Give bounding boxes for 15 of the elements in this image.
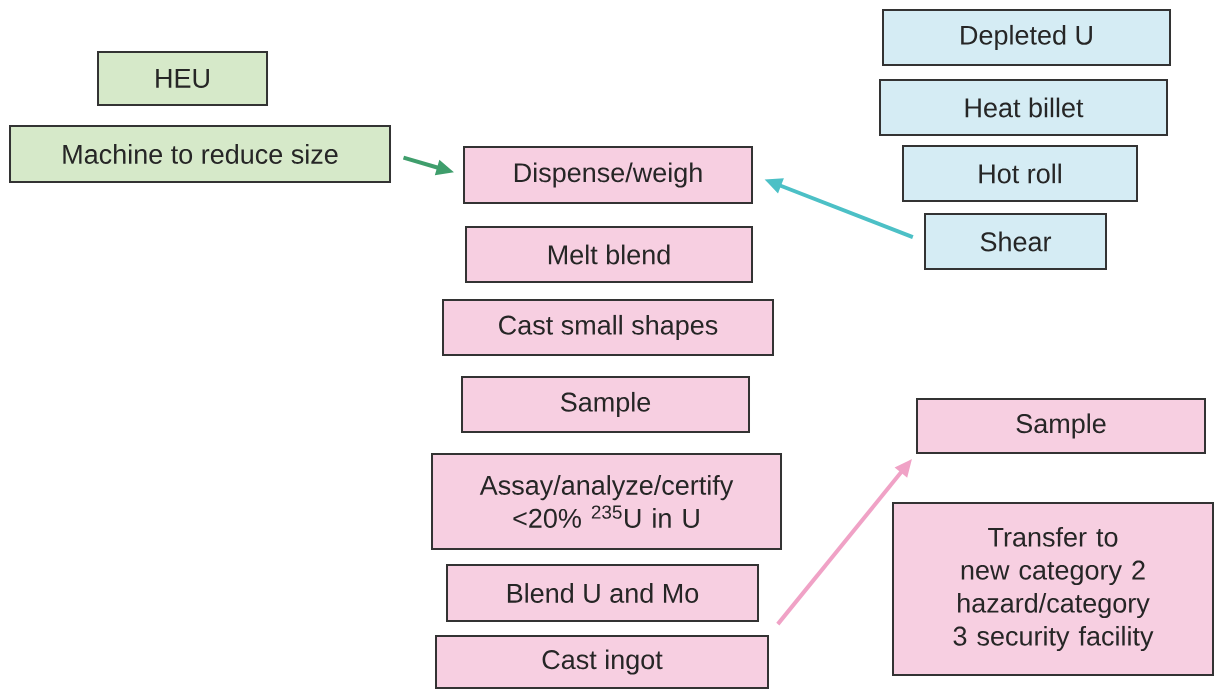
process-box: Heat billet	[879, 79, 1168, 136]
process-box: Machine to reduce size	[9, 125, 391, 183]
process-box: Sample	[461, 376, 750, 433]
process-box: Shear	[924, 213, 1107, 270]
process-box: HEU	[97, 51, 268, 106]
process-box: Blend U and Mo	[446, 564, 759, 622]
process-box: Melt blend	[465, 226, 753, 283]
process-box: Dispense/weigh	[463, 146, 753, 204]
process-box: Transfer to new category 2 hazard/category 3 security facility	[892, 502, 1214, 676]
process-box: Depleted U	[882, 9, 1171, 66]
process-box: Assay/analyze/certify <20% $^{235}$U in U	[431, 453, 782, 550]
process-box: Hot roll	[902, 145, 1138, 202]
process-box: Cast ingot	[435, 635, 769, 689]
process-box: Cast small shapes	[442, 299, 774, 356]
process-box: Sample	[916, 398, 1206, 454]
